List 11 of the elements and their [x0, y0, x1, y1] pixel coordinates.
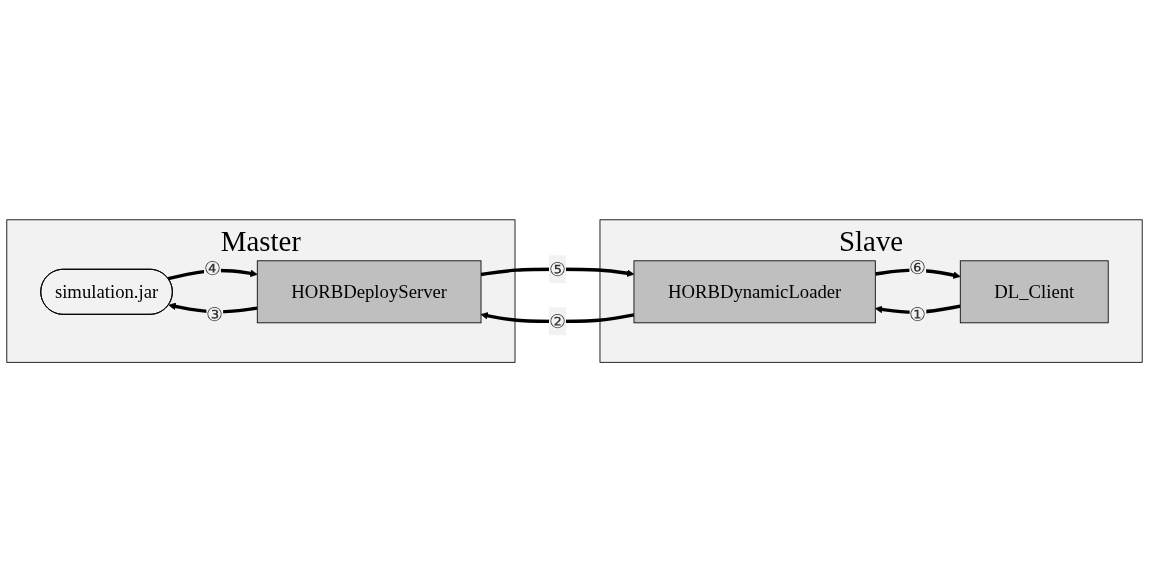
- edge-label: ④: [203, 258, 221, 280]
- edge-label: ⑤: [548, 259, 566, 281]
- edge-label: ③: [206, 304, 224, 326]
- arrow: [480, 312, 635, 324]
- node-box: HORBDynamicLoader: [633, 260, 876, 324]
- edge-label: ⑥: [909, 257, 927, 279]
- node-box: HORBDeployServer: [256, 260, 482, 324]
- arrow: [480, 268, 635, 278]
- edge-label: ①: [909, 304, 927, 326]
- edge-label: ②: [548, 311, 566, 333]
- node-box: DL_Client: [959, 260, 1109, 324]
